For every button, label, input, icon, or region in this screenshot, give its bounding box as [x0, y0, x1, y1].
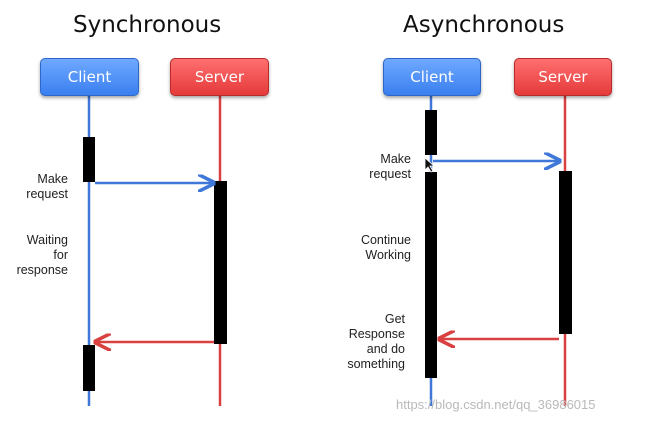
async-note-response: Get Response and do something — [347, 312, 405, 371]
mouse-cursor-icon — [424, 157, 436, 173]
sync-client-activation-response — [83, 345, 95, 391]
sync-client-label: Client — [67, 68, 112, 86]
async-client-box: Client — [383, 58, 481, 96]
async-title: Asynchronous — [403, 12, 565, 38]
sync-note-waiting: Waiting for response — [16, 233, 68, 277]
sync-title: Synchronous — [73, 12, 222, 38]
async-client-activation-request — [425, 110, 437, 155]
async-note-continue: Continue Working — [360, 233, 411, 262]
sync-server-label: Server — [194, 68, 245, 86]
sync-client-activation-request — [83, 137, 95, 182]
sync-server-box: Server — [170, 58, 269, 96]
sync-client-box: Client — [40, 58, 139, 96]
async-client-activation-continue — [425, 172, 437, 378]
watermark-url: https://blog.csdn.net/qq_36986015 — [396, 397, 596, 412]
async-server-box: Server — [514, 58, 612, 96]
sync-server-activation — [214, 181, 227, 344]
async-client-label: Client — [410, 68, 454, 86]
async-server-activation — [559, 171, 572, 334]
async-note-request: Make request — [369, 152, 411, 181]
sync-note-request: Make request — [26, 172, 68, 201]
async-server-label: Server — [538, 68, 588, 86]
